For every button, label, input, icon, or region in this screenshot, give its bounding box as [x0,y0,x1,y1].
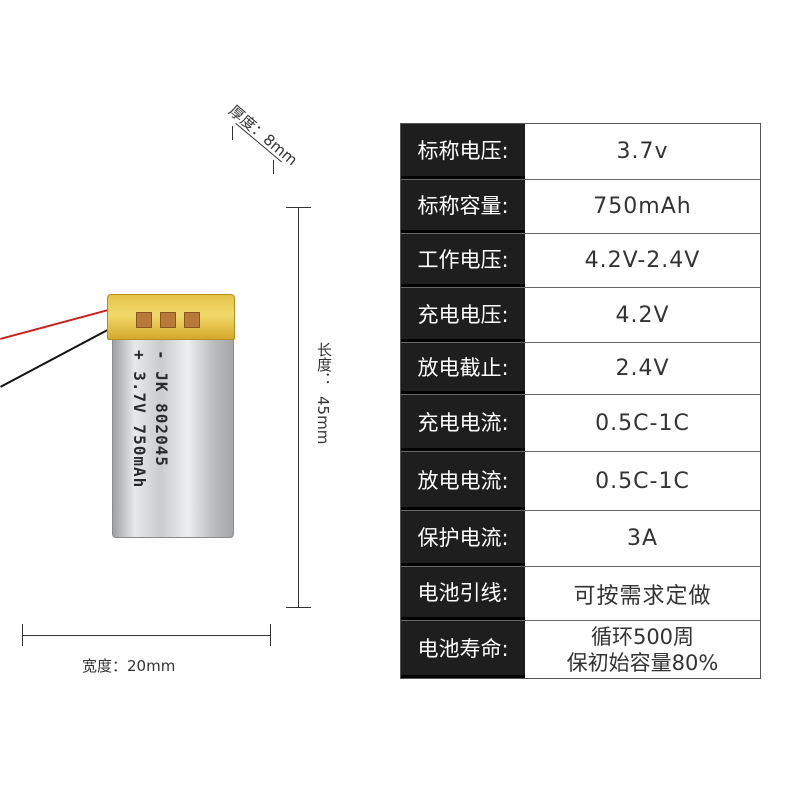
spec-row: 标称容量: 750mAh [401,180,760,234]
spec-row: 工作电压: 4.2V-2.4V [401,234,760,288]
spec-value: 0.5C-1C [525,452,760,510]
spec-table: 标称电压: 3.7v 标称容量: 750mAh 工作电压: 4.2V-2.4V … [400,123,761,679]
width-tick-right [270,624,271,646]
spec-value: 可按需求定做 [525,567,760,620]
solder-pad [136,312,152,328]
width-line [22,635,270,636]
spec-row: 电池引线: 可按需求定做 [401,567,760,621]
spec-key: 标称容量: [401,180,525,233]
spec-key: 充电电流: [401,395,525,451]
spec-value: 0.5C-1C [525,395,760,451]
spec-key: 保护电流: [401,511,525,566]
spec-key: 电池引线: [401,567,525,620]
spec-row: 标称电压: 3.7v [401,124,760,180]
spec-key: 充电电压: [401,288,525,342]
battery-label-line2: + 3.7V 750mAh [130,350,149,489]
spec-value-line2: 保初始容量80% [566,650,719,675]
width-tick-left [22,624,23,646]
spec-key: 标称电压: [401,124,525,179]
solder-pad [160,312,176,328]
length-label: 长度： [315,342,333,387]
spec-row: 电池寿命: 循环500周 保初始容量80% [401,621,760,678]
spec-value: 750mAh [525,180,760,233]
length-tick-top [286,207,311,208]
spec-key: 工作电压: [401,234,525,287]
spec-key: 电池寿命: [401,621,525,678]
spec-row: 充电电流: 0.5C-1C [401,395,760,452]
battery-label-line1: - JK 802045 [152,350,171,467]
spec-value: 4.2V-2.4V [525,234,760,287]
spec-row: 充电电压: 4.2V [401,288,760,343]
spec-value-line1: 循环500周 [590,624,695,649]
spec-value: 4.2V [525,288,760,342]
spec-row: 放电截止: 2.4V [401,343,760,395]
length-line [298,208,299,608]
width-text: 宽度：20mm [82,657,176,675]
solder-pad [184,312,200,328]
spec-row: 保护电流: 3A [401,511,760,567]
thickness-tick [232,126,233,140]
spec-value: 循环500周 保初始容量80% [525,621,760,678]
spec-value: 3.7v [525,124,760,179]
length-value: 45mm [314,396,332,445]
spec-key: 放电截止: [401,343,525,394]
battery-label: - JK 802045+ 3.7V 750mAh [128,350,172,488]
spec-key: 放电电流: [401,452,525,510]
thickness-text: 厚度：8mm [225,101,301,170]
spec-value: 2.4V [525,343,760,394]
spec-row: 放电电流: 0.5C-1C [401,452,760,511]
length-tick-bottom [286,607,311,608]
thickness-tick [273,160,274,174]
spec-value: 3A [525,511,760,566]
